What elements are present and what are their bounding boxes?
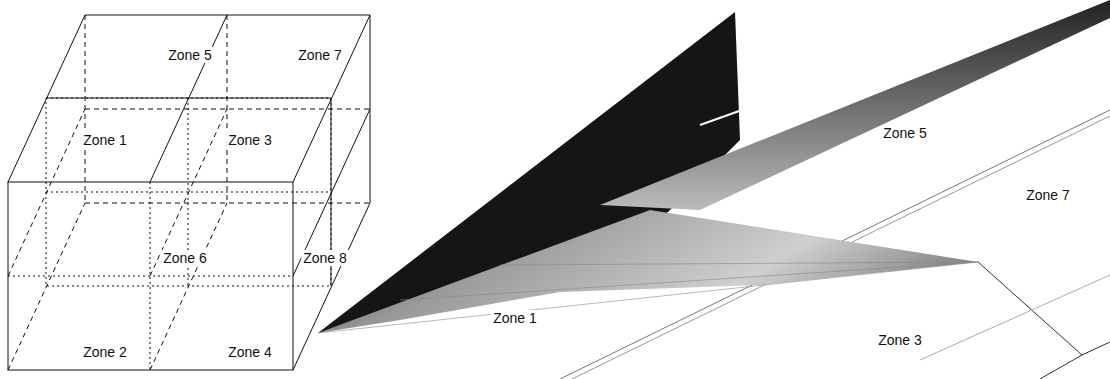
zone-label-holder: Zone 7 (296, 46, 344, 64)
zone-label: Zone 6 (161, 250, 209, 266)
zone-label: Zone 5 (881, 125, 929, 141)
zone-label-holder: Zone 5 (881, 124, 929, 142)
zone-label: Zone 2 (81, 344, 129, 360)
zone-label: Zone 8 (301, 250, 349, 266)
zone-label: Zone 5 (166, 47, 214, 63)
zone-label-holder: Zone 8 (301, 249, 349, 267)
aircraft-illustration (318, 0, 1110, 379)
zone-label-holder: Zone 5 (166, 46, 214, 64)
zone-label-holder: Zone 7 (1024, 186, 1072, 204)
zone-label-holder: Zone 1 (81, 131, 129, 149)
zone-label: Zone 3 (876, 332, 924, 348)
zone-label: Zone 1 (491, 310, 539, 326)
zone-cube (8, 15, 370, 370)
zone-label-holder: Zone 1 (491, 309, 539, 327)
zone-label: Zone 7 (296, 47, 344, 63)
zone-label-holder: Zone 4 (226, 343, 274, 361)
zone-label: Zone 3 (226, 132, 274, 148)
zone-label: Zone 1 (81, 132, 129, 148)
zone-label: Zone 4 (226, 344, 274, 360)
zone-label: Zone 7 (1024, 187, 1072, 203)
zone-label-holder: Zone 2 (81, 343, 129, 361)
zone-label-holder: Zone 3 (876, 331, 924, 349)
zone-label-holder: Zone 6 (161, 249, 209, 267)
zone-label-holder: Zone 3 (226, 131, 274, 149)
